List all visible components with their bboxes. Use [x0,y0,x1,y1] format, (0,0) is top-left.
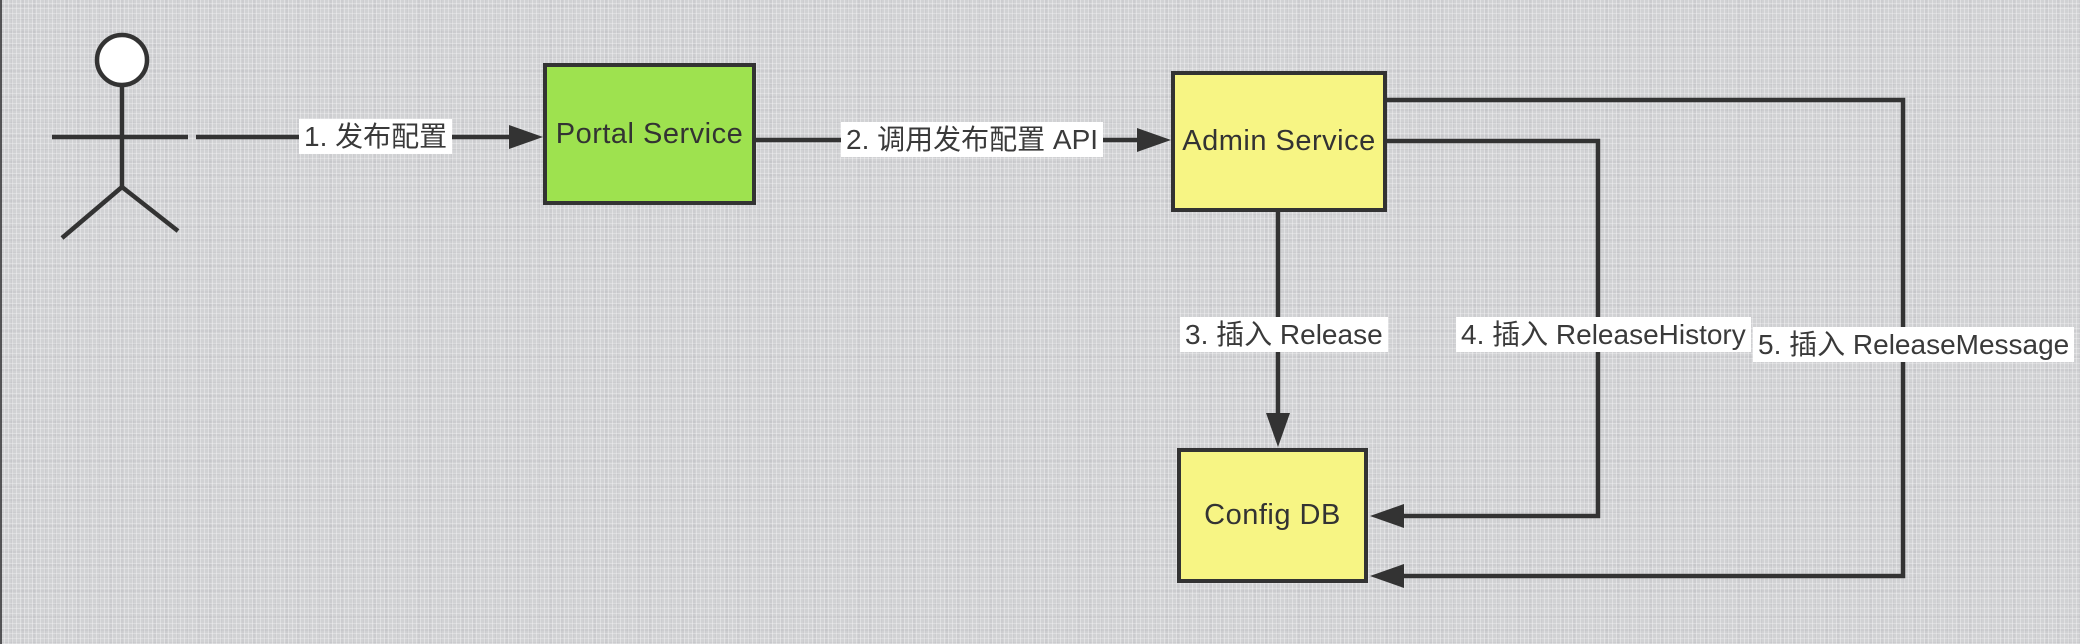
arrowhead-right-icon [1137,128,1171,152]
arrowhead-left-icon [1370,504,1404,528]
actor-head [94,32,150,88]
actor-right-leg [120,185,180,233]
edge-label-publish-config: 1. 发布配置 [299,119,453,154]
edge-label-insert-release-message: 5. 插入 ReleaseMessage [1753,327,2075,362]
node-config-db: Config DB [1177,448,1368,583]
edge-3-insert-release [1266,212,1290,447]
edge-label-insert-release-history: 4. 插入 ReleaseHistory [1456,317,1751,352]
edge-label-insert-release: 3. 插入 Release [1180,317,1388,352]
arrowhead-right-icon [509,125,543,149]
edge-label-call-publish-api: 2. 调用发布配置 API [841,122,1104,157]
screenshot-left-edge [0,0,2,644]
user-actor-figure [52,32,188,240]
arrowhead-left-icon [1370,564,1404,588]
node-admin-service: Admin Service [1171,71,1387,212]
arrowhead-down-icon [1266,413,1290,447]
node-portal-service: Portal Service [543,63,756,205]
actor-left-leg [60,185,124,240]
